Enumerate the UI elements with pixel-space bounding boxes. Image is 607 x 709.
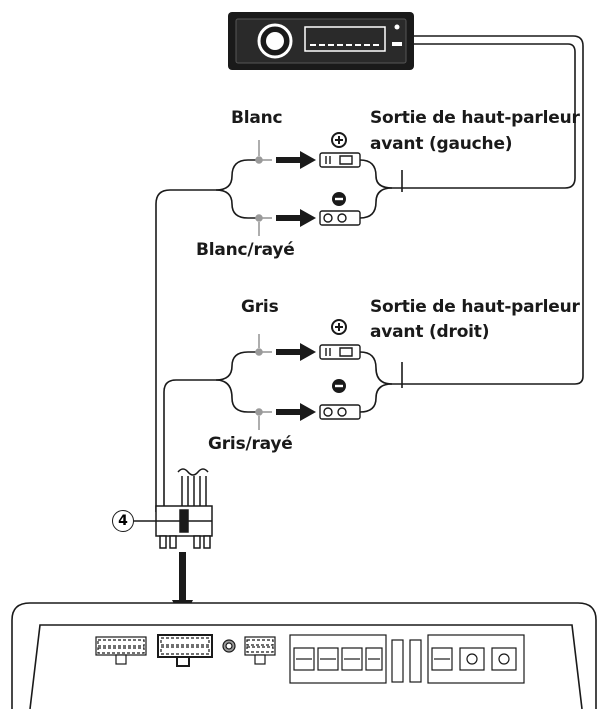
head-unit bbox=[228, 12, 414, 70]
front-left-split bbox=[359, 159, 403, 219]
label-front-left-line1: Sortie de haut-parleur bbox=[370, 108, 580, 128]
terminal-right-plus bbox=[319, 344, 361, 360]
arrow-gris bbox=[276, 343, 316, 361]
connector-number-badge: 4 bbox=[112, 510, 134, 532]
terminal-left-minus bbox=[319, 210, 361, 226]
label-blanc-raye: Blanc/rayé bbox=[196, 240, 295, 260]
front-right-split bbox=[359, 351, 403, 413]
arrow-gris-raye bbox=[276, 403, 316, 421]
minus-icon bbox=[332, 379, 346, 393]
harness-connector bbox=[134, 468, 213, 549]
amplifier-ports bbox=[95, 634, 525, 684]
arrow-blanc bbox=[276, 151, 316, 169]
plus-icon bbox=[331, 132, 347, 148]
label-front-left-line2: avant (gauche) bbox=[370, 134, 513, 154]
arrow-blanc-raye bbox=[276, 209, 316, 227]
terminal-left-plus bbox=[319, 152, 361, 168]
terminal-right-minus bbox=[319, 404, 361, 420]
label-gris-raye: Gris/rayé bbox=[208, 434, 293, 454]
gray-wire-stubs bbox=[255, 140, 272, 430]
plus-icon bbox=[331, 319, 347, 335]
harness-wire bbox=[155, 159, 256, 512]
minus-icon bbox=[332, 192, 346, 206]
label-front-right-line2: avant (droit) bbox=[370, 322, 490, 342]
head-unit-cable bbox=[402, 35, 584, 385]
label-front-right-line1: Sortie de haut-parleur bbox=[370, 297, 580, 317]
label-gris: Gris bbox=[241, 297, 279, 317]
label-blanc: Blanc bbox=[231, 108, 283, 128]
